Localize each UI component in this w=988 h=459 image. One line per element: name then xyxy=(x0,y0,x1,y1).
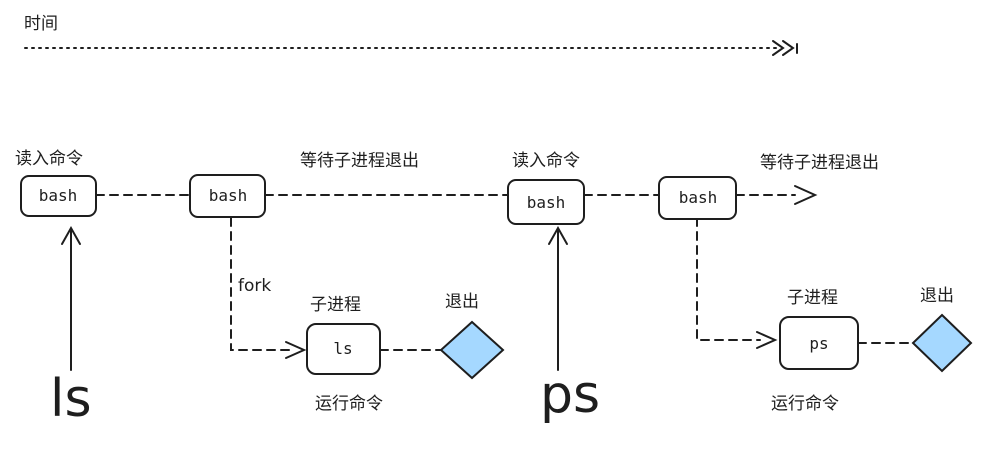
run-cmd-label-2: 运行命令 xyxy=(771,394,839,414)
input-ls-arrowhead xyxy=(61,225,81,245)
bash-node-2: bash xyxy=(189,174,266,218)
bash-node-2-label: bash xyxy=(209,186,248,205)
wait-child-label-2: 等待子进程退出 xyxy=(760,153,879,173)
fork-ls-arrowhead xyxy=(285,341,307,359)
child-proc-label-1: 子进程 xyxy=(310,295,361,315)
bash-node-1: bash xyxy=(20,175,97,217)
fork-label: fork xyxy=(238,276,271,296)
exit-label-2: 退出 xyxy=(920,286,954,306)
read-cmd-label-1: 读入命令 xyxy=(15,149,83,169)
input-ps-arrowhead xyxy=(548,225,568,245)
exit-label-1: 退出 xyxy=(445,292,479,312)
child-node-ls-label: ls xyxy=(333,339,352,358)
run-cmd-label-1: 运行命令 xyxy=(315,394,383,414)
bash-node-3-label: bash xyxy=(527,193,566,212)
child-node-ps-label: ps xyxy=(809,334,828,353)
child-node-ls: ls xyxy=(306,323,381,375)
timeline-arrowhead xyxy=(794,185,818,205)
time-label: 时间 xyxy=(24,14,58,34)
input-ps-label: ps xyxy=(540,365,600,425)
child-proc-label-2: 子进程 xyxy=(787,288,838,308)
input-ls-label: ls xyxy=(50,369,92,429)
wait-child-label-1: 等待子进程退出 xyxy=(300,151,419,171)
fork-ps-arrowhead xyxy=(756,331,778,349)
child-node-ps: ps xyxy=(779,316,859,370)
read-cmd-label-2: 读入命令 xyxy=(512,151,580,171)
time-axis-arrowhead xyxy=(772,40,795,56)
bash-node-3: bash xyxy=(507,179,585,225)
exit-diamond-1 xyxy=(439,320,505,380)
bash-node-4-label: bash xyxy=(679,188,718,207)
bash-node-4: bash xyxy=(658,176,737,220)
exit-diamond-2 xyxy=(911,313,973,373)
edge-fork-ps xyxy=(696,217,761,341)
bash-node-1-label: bash xyxy=(39,186,78,205)
edge-fork-ls xyxy=(230,217,291,351)
